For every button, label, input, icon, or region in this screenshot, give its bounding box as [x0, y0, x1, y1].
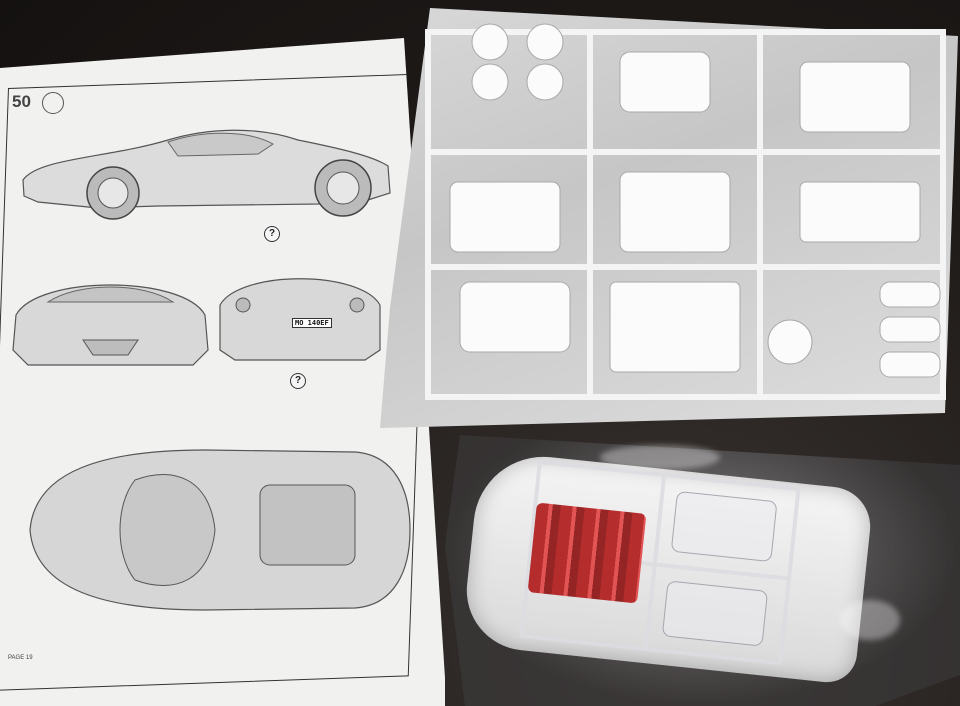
step-number: 50 [12, 92, 31, 111]
car-top-view-diagram [25, 440, 415, 620]
white-plastic-sprue-tree [420, 12, 950, 412]
car-rear-view-diagram [215, 265, 385, 365]
license-plate-label: MO 140EF [292, 318, 332, 328]
help-symbol-icon: ? [290, 373, 306, 389]
car-front-view-diagram [8, 270, 213, 370]
step-symbol-icon [42, 92, 64, 114]
clear-plastic-sprue [516, 456, 804, 668]
bag-reflection [840, 600, 900, 640]
page-label: PAGE 19 [8, 655, 33, 661]
help-symbol-icon: ? [264, 226, 280, 242]
car-side-view-diagram [18, 118, 393, 223]
red-tail-light-lenses [527, 502, 647, 604]
bag-reflection [600, 445, 720, 470]
